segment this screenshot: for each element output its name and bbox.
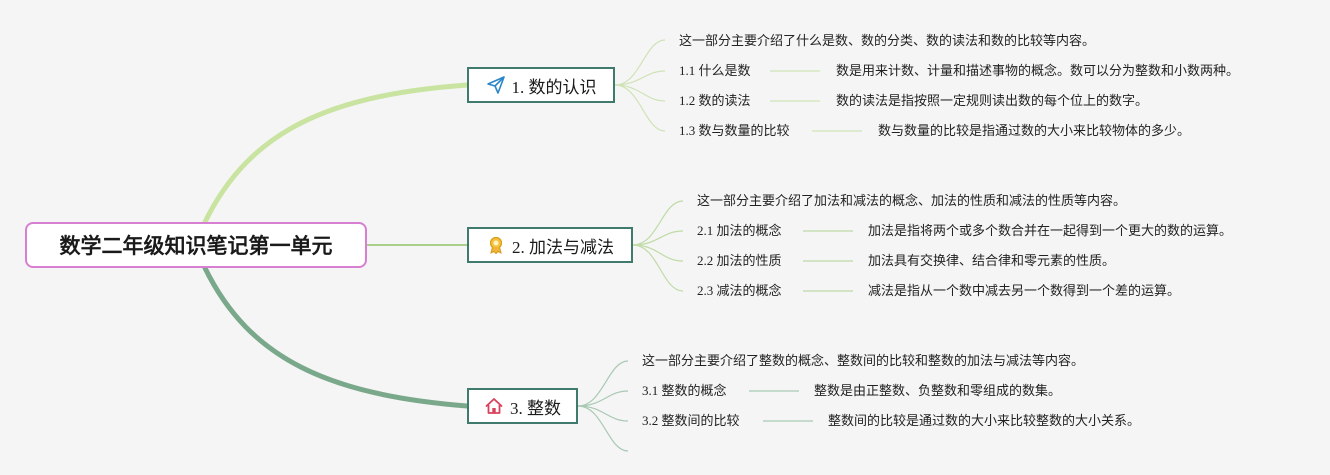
subtopic-1-2-detail[interactable]: 数的读法是指按照一定规则读出数的每个位上的数字。 [836, 93, 1149, 108]
branch-3-intro[interactable]: 这一部分主要介绍了整数的概念、整数间的比较和整数的加法与减法等内容。 [642, 353, 1085, 368]
subtopic-2-1-detail[interactable]: 加法是指将两个或多个数合并在一起得到一个更大的数的运算。 [868, 223, 1233, 238]
subtopic-2-1-title[interactable]: 2.1 加法的概念 [697, 223, 782, 238]
paper-plane-icon [486, 75, 506, 95]
subtopic-1-2-title[interactable]: 1.2 数的读法 [679, 93, 751, 108]
branch-2-intro[interactable]: 这一部分主要介绍了加法和减法的概念、加法的性质和减法的性质等内容。 [697, 193, 1127, 208]
subtopic-3-2-title[interactable]: 3.2 整数间的比较 [642, 413, 740, 428]
subtopic-1-3-detail[interactable]: 数与数量的比较是指通过数的大小来比较物体的多少。 [878, 123, 1191, 138]
subtopic-3-1-title[interactable]: 3.1 整数的概念 [642, 383, 727, 398]
subtopic-1-1-title[interactable]: 1.1 什么是数 [679, 63, 751, 78]
connector-fan-branch1 [614, 39, 862, 132]
subtopic-3-1-detail[interactable]: 整数是由正整数、负整数和零组成的数集。 [814, 383, 1062, 398]
branch-topic-3-label: 3. 整数 [510, 398, 561, 418]
subtopic-2-2-title[interactable]: 2.2 加法的性质 [697, 253, 782, 268]
award-ribbon-icon [486, 235, 506, 255]
subtopic-2-2-detail[interactable]: 加法具有交换律、结合律和零元素的性质。 [868, 253, 1116, 268]
branch-topic-2[interactable]: 2. 加法与减法 [467, 227, 633, 263]
root-topic[interactable]: 数学二年级知识笔记第一单元 [25, 222, 367, 268]
connector-root-branch3 [202, 265, 470, 409]
home-icon [484, 396, 504, 416]
branch-topic-2-label: 2. 加法与减法 [512, 237, 614, 257]
branch-topic-1-label: 1. 数的认识 [511, 77, 597, 97]
connector-fan-branch2 [632, 200, 853, 292]
branch-topic-1[interactable]: 1. 数的认识 [467, 67, 615, 103]
branch-topic-3[interactable]: 3. 整数 [467, 388, 578, 424]
connector-root-branch1 [202, 82, 470, 225]
branch-1-intro[interactable]: 这一部分主要介绍了什么是数、数的分类、数的读法和数的比较等内容。 [679, 33, 1096, 48]
subtopic-1-3-title[interactable]: 1.3 数与数量的比较 [679, 123, 790, 138]
subtopic-2-3-title[interactable]: 2.3 减法的概念 [697, 283, 782, 298]
subtopic-1-1-detail[interactable]: 数是用来计数、计量和描述事物的概念。数可以分为整数和小数两种。 [836, 63, 1240, 78]
connector-fan-branch3 [577, 360, 813, 452]
subtopic-3-2-detail[interactable]: 整数间的比较是通过数的大小来比较整数的大小关系。 [828, 413, 1141, 428]
subtopic-2-3-detail[interactable]: 减法是指从一个数中减去另一个数得到一个差的运算。 [868, 283, 1181, 298]
root-topic-title: 数学二年级知识笔记第一单元 [59, 234, 333, 258]
